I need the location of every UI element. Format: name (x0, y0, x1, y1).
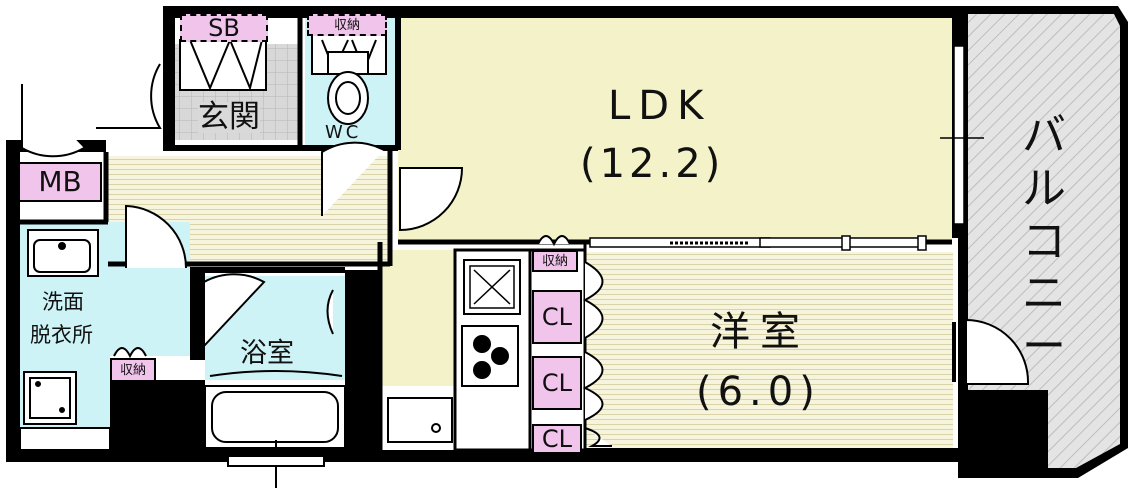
cl-tag-1: CL (532, 290, 582, 344)
western-label: 洋室 (710, 309, 810, 355)
toilet (327, 51, 369, 125)
sink (387, 397, 453, 443)
storage-tag-west: 収納 (532, 250, 578, 272)
wc-label: WC (325, 122, 362, 143)
sliding-door (589, 235, 927, 251)
cl-tag-2: CL (532, 356, 582, 410)
storage-tag-wash: 収納 (110, 358, 156, 382)
cl-tag-3: CL (532, 424, 582, 454)
cl-doors (582, 261, 612, 447)
storage-door-west (537, 235, 571, 247)
balcony-label: バルコニー (1022, 110, 1066, 373)
washing-machine (23, 371, 77, 425)
bathtub (204, 385, 346, 488)
ldk-size: (12.2) (580, 141, 725, 187)
mb-tag: MB (18, 162, 102, 202)
ldk-label: LDK (608, 83, 712, 129)
washbasin (27, 229, 99, 277)
ldk-window (940, 45, 984, 225)
entrance-label: 玄関 (198, 99, 260, 135)
storage-tag-wc: 収納 (307, 14, 387, 36)
washroom-label-1: 洗面 (42, 290, 84, 314)
washroom-label-2: 脱衣所 (30, 323, 93, 347)
ldk-floor (398, 18, 952, 240)
sb-closet (179, 39, 267, 92)
bath-curve (209, 370, 343, 377)
range-hood (463, 259, 521, 315)
western-room-floor (585, 252, 953, 448)
sb-tag: SB (180, 14, 268, 42)
bath-label: 浴室 (240, 338, 294, 369)
storage-door-wash (113, 347, 147, 359)
stove (461, 325, 519, 387)
western-size: (6.0) (696, 369, 821, 415)
doors (21, 63, 1030, 385)
bath-fixture (326, 289, 334, 335)
